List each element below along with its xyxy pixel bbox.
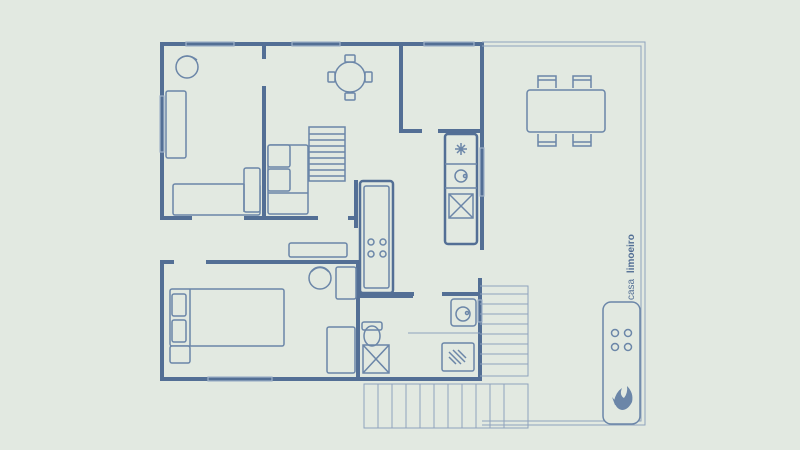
brand-name: limoeiro [626,234,637,273]
dining-table [327,54,373,101]
staircase [363,285,529,429]
armchair-icon [175,55,199,79]
wardrobe [326,326,356,374]
window [207,376,273,382]
stove-icon [367,238,387,258]
sofa [267,144,309,215]
sink-icon [454,169,468,183]
windows [159,41,485,382]
dishwasher [448,193,474,219]
grill-icon [612,386,633,410]
outdoor-kitchen [602,301,641,425]
brand-prefix: casa [626,278,637,300]
armchair-icon [308,266,332,290]
outdoor-dining-table [526,75,606,147]
window [185,41,235,47]
bench [288,242,348,258]
toilet-icon [361,321,383,347]
nightstand [335,266,357,300]
stove-icon [610,328,633,352]
laundry-machine [441,342,475,372]
kitchen-unit [443,132,479,246]
kitchen-counter [358,179,413,298]
shower-icon [362,344,390,374]
window [477,299,483,323]
brand-label: casa limoeiro [626,234,637,300]
terrace-furniture [526,75,641,425]
window [291,41,341,47]
terrace [482,41,646,426]
bathroom [361,298,480,374]
bed [169,288,285,364]
chair [572,75,592,88]
bed [172,167,261,216]
chair [537,75,557,88]
bedroom-1 [165,55,261,216]
window [423,41,475,47]
sink-icon [450,298,477,327]
desk [165,90,187,159]
window [479,147,485,197]
chair [537,134,557,147]
living-room [267,54,373,258]
svg-text:casa limoeiro: casa limoeiro [626,234,637,300]
refrigerator-icon [455,143,467,155]
rug [308,126,346,182]
bedroom-2 [169,266,357,374]
chair [572,134,592,147]
window [159,95,165,153]
